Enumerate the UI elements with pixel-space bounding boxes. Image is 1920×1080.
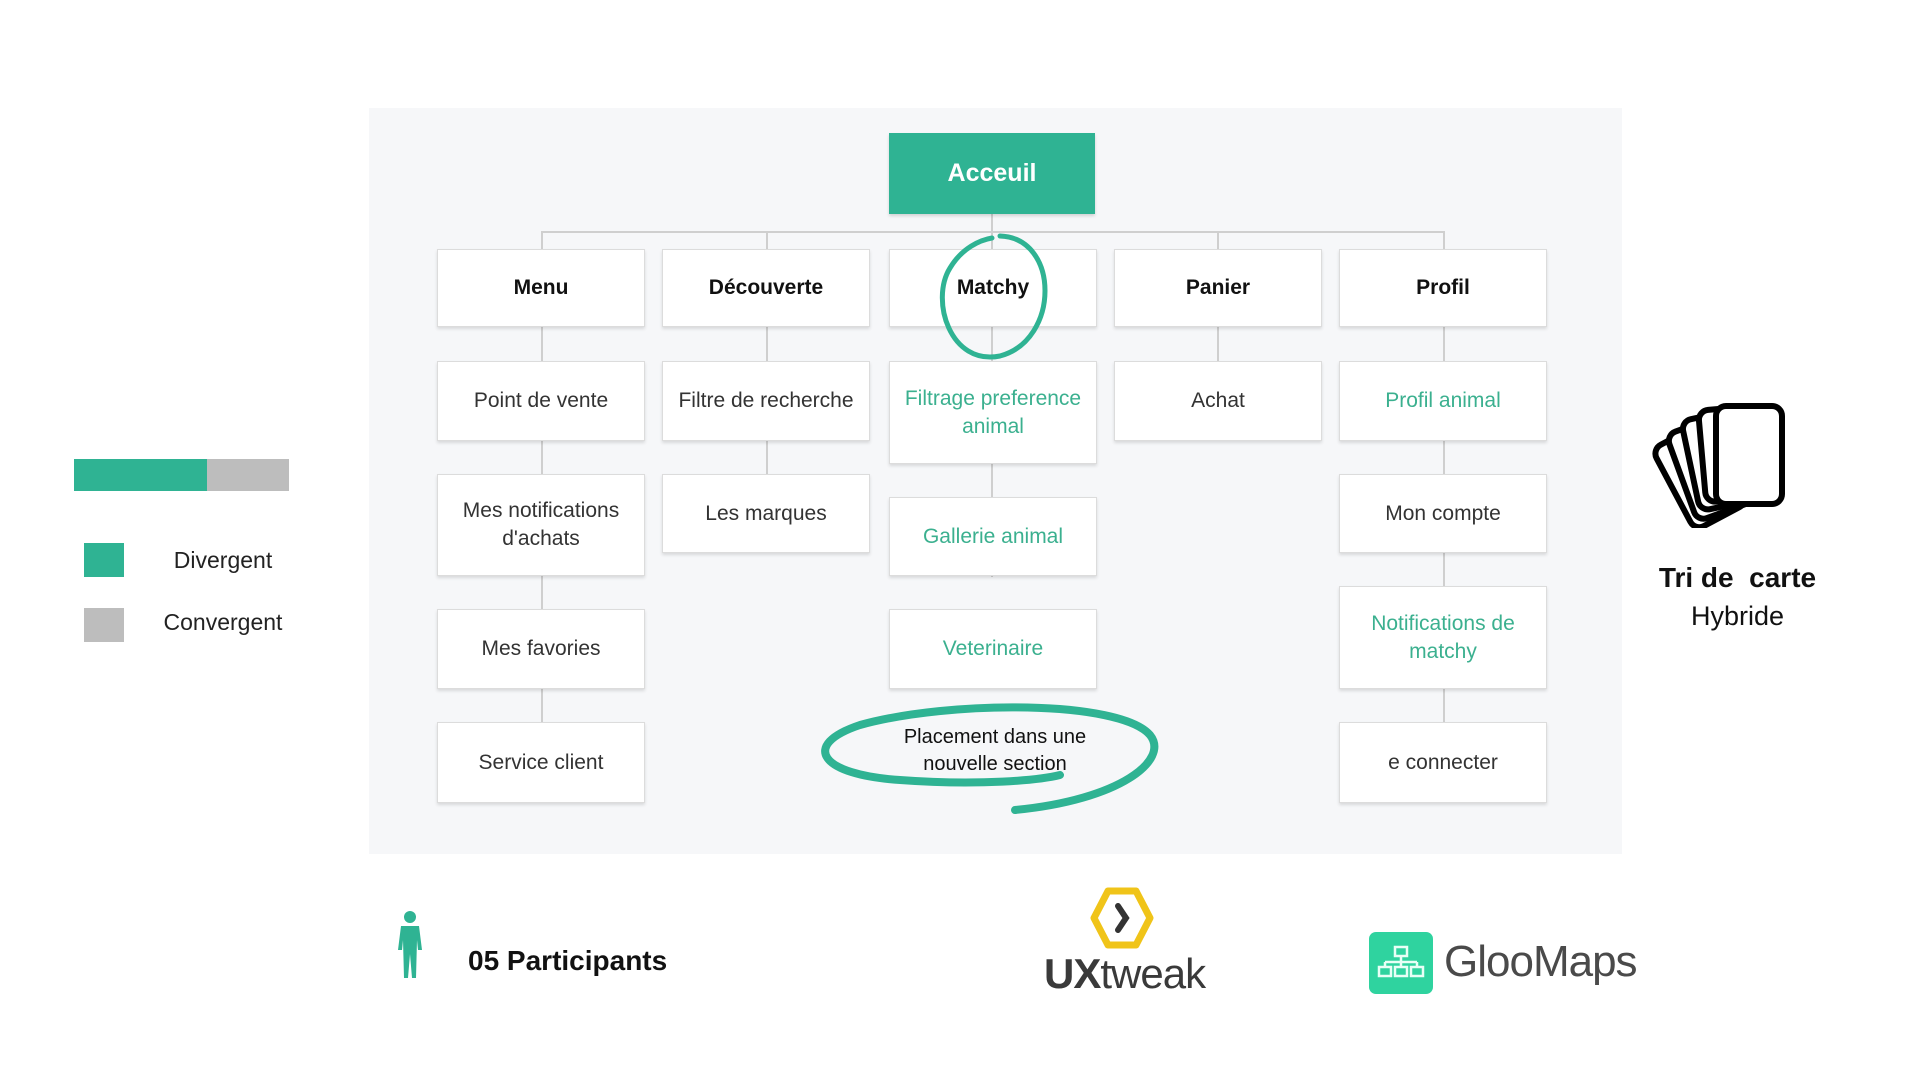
node: Filtrage preference animal [889,361,1097,464]
node: Mes favories [437,609,645,689]
uxtweak-logo-icon [1090,887,1154,949]
node: Profil animal [1339,361,1547,441]
node: Point de vente [437,361,645,441]
method-subtitle: Hybride [1690,601,1785,631]
person-icon [398,911,422,978]
node-menu: Menu [437,249,645,327]
gloomaps-logo-text: GlooMaps [1444,937,1638,986]
connector [1217,327,1219,361]
connector [541,231,543,249]
node: Notifications de matchy [1339,586,1547,689]
node: Service client [437,722,645,803]
cards-icon [1652,403,1785,528]
connector [766,231,768,249]
node: Mes notifications d'achats [437,474,645,576]
connector [1443,231,1445,249]
node: Mon compte [1339,474,1547,553]
method-title: Tri de carte [1658,562,1817,593]
node: Achat [1114,361,1322,441]
convergent-label: Convergent [163,609,283,635]
node: Filtre de recherche [662,361,870,441]
matchy-circle [939,233,1048,360]
node-panier: Panier [1114,249,1322,327]
sitemap-icon [1377,945,1425,978]
divergence-bar [74,459,289,491]
divergence-bar-fill [74,459,208,491]
node: Gallerie animal [889,497,1097,576]
gloomaps-logo-icon [1369,932,1433,994]
annotation-text: Placement dans une nouvelle section [903,726,1087,775]
convergent-swatch [84,608,124,642]
node-profil: Profil [1339,249,1547,327]
node-decouverte: Découverte [662,249,870,327]
node-matchy: Matchy [889,249,1097,327]
participants-count: 05 Participants [468,945,668,976]
placement-ellipse [821,703,1159,814]
connector [541,231,1445,233]
connector [1217,231,1219,249]
node: Les marques [662,474,870,553]
node: Veterinaire [889,609,1097,689]
divergent-swatch [84,543,124,577]
root-node: Acceuil [889,133,1095,214]
uxtweak-logo-text: UXtweak [1044,950,1206,997]
divergent-label: Divergent [173,547,273,573]
node: e connecter [1339,722,1547,803]
